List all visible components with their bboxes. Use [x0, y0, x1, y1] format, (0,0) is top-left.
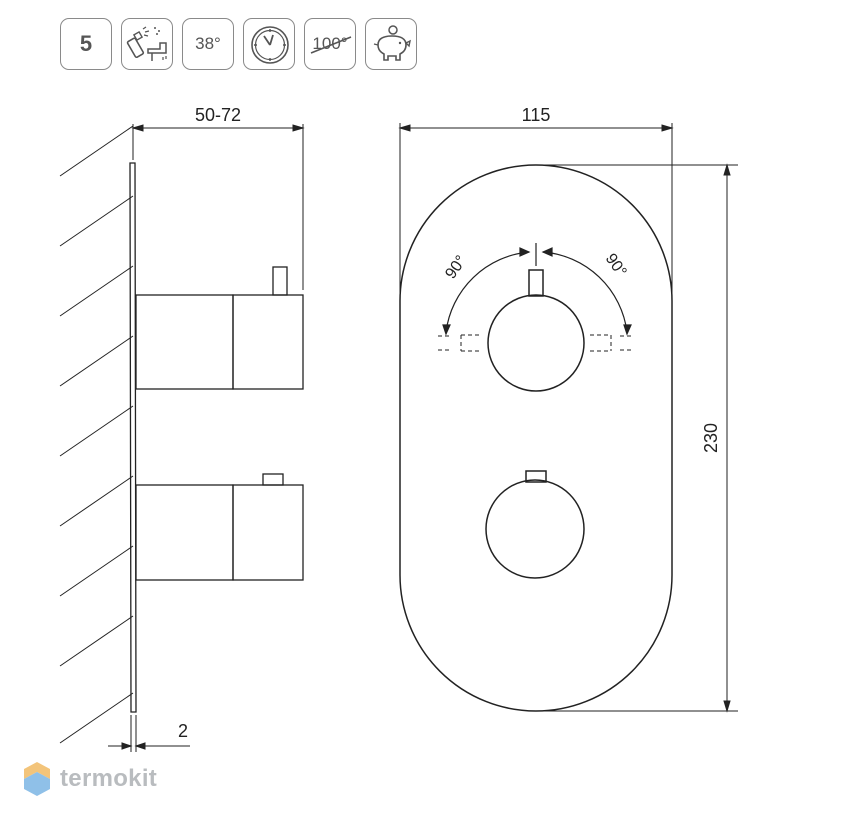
- width-dimension: [398, 123, 674, 330]
- temperature-38-icon: 38°: [182, 18, 234, 70]
- piggy-bank-icon: [365, 18, 417, 70]
- clock-icon: [243, 18, 295, 70]
- lower-knob-lever: [525, 470, 547, 483]
- cover-plate-side: [129, 162, 137, 713]
- flow-rate-icon: 5: [60, 18, 112, 70]
- flow-rate-value: 5: [79, 31, 93, 56]
- temperature-limit-icon: 100°: [304, 18, 356, 70]
- height-label: 230: [701, 423, 721, 453]
- plate-thickness-label: 2: [178, 721, 188, 741]
- spray-faucet-icon: [126, 26, 167, 61]
- upper-lever: [272, 266, 288, 296]
- left-angle-label: 90°: [442, 253, 470, 283]
- watermark-text: termokit: [60, 765, 158, 792]
- wall-hatching: [59, 125, 134, 744]
- lower-knob: [485, 479, 585, 579]
- termokit-logo-icon: [24, 762, 50, 796]
- lower-handle-cap: [232, 484, 304, 581]
- upper-knob-lever: [528, 269, 544, 297]
- limescale-cleaning-icon: [121, 18, 173, 70]
- width-label: 115: [522, 105, 551, 125]
- plate-thickness-dimension: [108, 715, 190, 752]
- cover-plate-front: [399, 164, 673, 712]
- lower-handle-body: [135, 484, 234, 581]
- feature-icon-bar: 5 38° 100°: [60, 18, 417, 70]
- lower-lever: [262, 473, 284, 486]
- depth-label: 50-72: [195, 105, 241, 125]
- height-dimension: [540, 163, 738, 713]
- depth-dimension: [131, 124, 305, 290]
- right-angle-label: 90°: [602, 251, 630, 281]
- upper-knob: [487, 294, 585, 392]
- temperature-value: 38°: [195, 34, 221, 53]
- rotation-arcs: [438, 243, 634, 352]
- watermark: termokit: [22, 760, 157, 798]
- upper-handle-cap: [232, 294, 304, 390]
- upper-handle-body: [135, 294, 234, 390]
